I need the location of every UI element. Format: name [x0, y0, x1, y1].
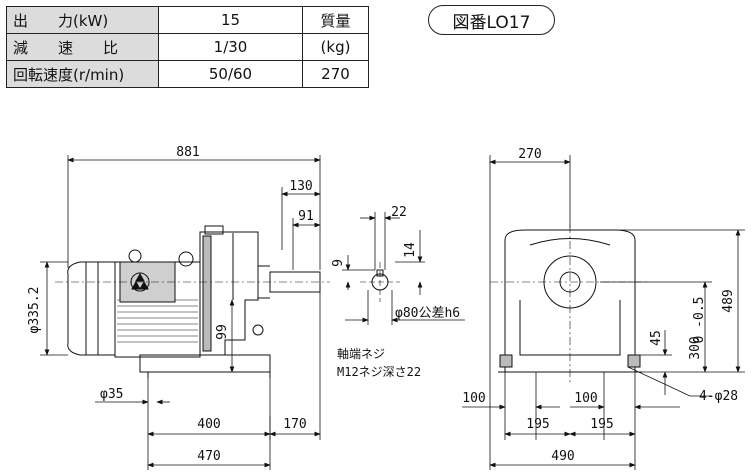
dim-470: 470: [197, 449, 220, 464]
dim-99: 99: [215, 324, 230, 340]
front-view: [462, 155, 745, 470]
dim-bolt-35: φ35: [100, 387, 123, 402]
base-frame: [139, 354, 271, 373]
dim-130: 130: [289, 179, 312, 194]
spec-table: 出 力(kW) 15 質量 減 速 比 1/30 (kg) 回転速度(r/min…: [6, 6, 369, 88]
dim-22: 22: [391, 205, 407, 220]
spec-mass-value: 270: [302, 60, 369, 88]
eyebolt: [128, 249, 142, 263]
dim-overall-length: 881: [176, 145, 199, 160]
spec-value-speed: 50/60: [158, 60, 303, 88]
dim-170: 170: [283, 417, 306, 432]
shaft-end-tap-spec: M12ネジ深さ22: [337, 365, 421, 379]
spec-row-ratio: 減 速 比 1/30 (kg): [6, 33, 369, 61]
dim-489: 489: [721, 289, 736, 312]
spec-row-output: 出 力(kW) 15 質量: [6, 6, 369, 34]
spec-label-ratio: 減 速 比: [6, 33, 159, 61]
dim-195-right: 195: [590, 417, 613, 432]
spec-row-speed: 回転速度(r/min) 50/60 270: [6, 60, 369, 88]
spec-mass-label: 質量: [302, 6, 369, 34]
dim-300: 300: [688, 336, 703, 359]
drawing-number: 図番LO17: [428, 5, 555, 35]
dim-shaft-diameter: φ80公差h6: [395, 306, 460, 321]
dim-motor-diameter: φ335.2: [27, 287, 42, 334]
dim-14: 14: [403, 242, 418, 258]
dim-91: 91: [298, 209, 314, 224]
dim-100-right: 100: [574, 391, 597, 406]
dim-45: 45: [649, 330, 664, 346]
spec-mass-unit: (kg): [302, 33, 369, 61]
dim-9: 9: [331, 259, 346, 267]
motor-end-cap: [67, 261, 116, 356]
spec-label-speed: 回転速度(r/min): [6, 60, 159, 88]
spec-label-output: 出 力(kW): [6, 6, 159, 34]
dim-400: 400: [197, 417, 220, 432]
dim-490: 490: [551, 449, 574, 464]
dim-tolerance: 0 -0.5: [692, 297, 707, 344]
dim-front-width: 270: [518, 147, 541, 162]
shaft-section-view: [342, 212, 465, 325]
dim-100-left: 100: [462, 391, 485, 406]
dim-mount-holes: 4-φ28: [699, 389, 738, 404]
side-view: [55, 225, 330, 378]
dim-195-left: 195: [526, 417, 549, 432]
gearbox-front: [504, 229, 636, 373]
shaft-end-tap-label: 軸端ネジ: [337, 347, 385, 361]
